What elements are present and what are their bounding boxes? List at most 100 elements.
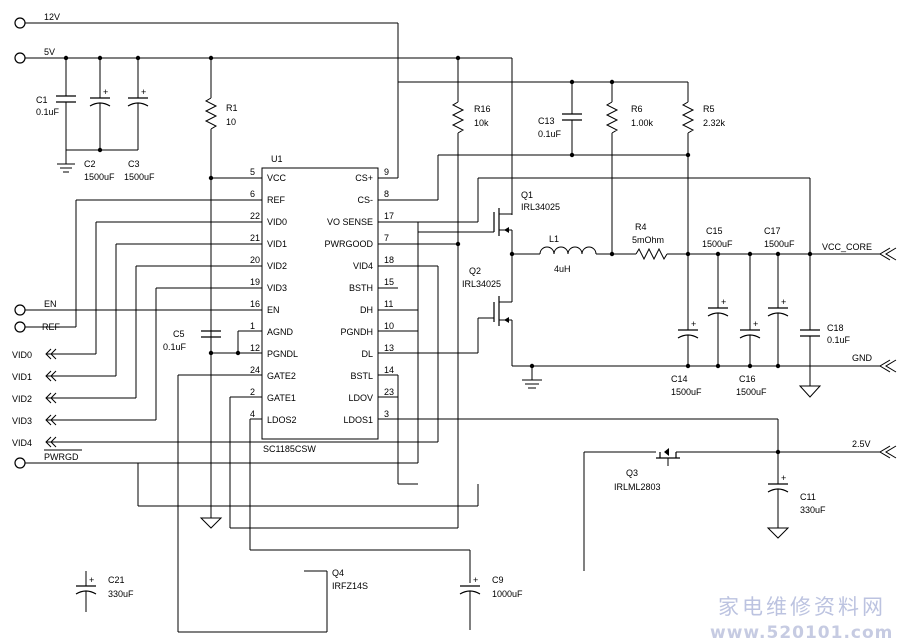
ic-pin-number: 19 bbox=[250, 277, 260, 287]
svg-text:1500uF: 1500uF bbox=[702, 239, 733, 249]
c2-capacitor: + C2 1500uF bbox=[84, 58, 115, 182]
svg-text:C1: C1 bbox=[36, 95, 48, 105]
svg-text:C9: C9 bbox=[492, 575, 504, 585]
ic-right-pin-wires bbox=[378, 177, 778, 420]
svg-text:0.1uF: 0.1uF bbox=[36, 107, 60, 117]
svg-text:+: + bbox=[473, 575, 478, 585]
svg-text:U1: U1 bbox=[271, 154, 283, 164]
svg-text:5V: 5V bbox=[44, 47, 55, 57]
svg-text:GND: GND bbox=[852, 353, 873, 363]
gate-ldos-wires bbox=[137, 244, 478, 633]
svg-text:PWRGD: PWRGD bbox=[44, 452, 79, 462]
svg-text:www.520101.com: www.520101.com bbox=[710, 623, 893, 643]
svg-text:0.1uF: 0.1uF bbox=[538, 129, 562, 139]
ic-pin-name: AGND bbox=[267, 327, 294, 337]
ic-pin-number: 5 bbox=[250, 167, 255, 177]
ic-pin-name: CS- bbox=[358, 195, 374, 205]
c13-capacitor: C13 0.1uF bbox=[538, 82, 582, 155]
svg-text:IRL34025: IRL34025 bbox=[462, 279, 501, 289]
svg-text:IRL34025: IRL34025 bbox=[521, 202, 560, 212]
svg-text:VID4: VID4 bbox=[12, 438, 32, 448]
svg-text:0.1uF: 0.1uF bbox=[163, 342, 187, 352]
ic-pin-name: BSTL bbox=[350, 371, 373, 381]
svg-text:+: + bbox=[691, 319, 696, 329]
ic-pin-name: VID2 bbox=[267, 261, 287, 271]
q4-mosfet: Q4 IRFZ14S bbox=[332, 568, 368, 591]
ic-pin-number: 1 bbox=[250, 321, 255, 331]
ref-net bbox=[25, 200, 77, 328]
vo-sense-wire bbox=[438, 177, 811, 254]
r16-resistor: R16 10k bbox=[451, 58, 491, 247]
c1-capacitor: C1 0.1uF bbox=[36, 58, 76, 150]
svg-text:10: 10 bbox=[226, 117, 236, 127]
u1-ic: U1 SC1185CSW bbox=[261, 154, 379, 454]
ic-pin-name: VID0 bbox=[267, 217, 287, 227]
svg-text:+: + bbox=[89, 575, 94, 585]
svg-text:+: + bbox=[721, 297, 726, 307]
ic-pin-number: 10 bbox=[384, 321, 394, 331]
ic-pin-number: 9 bbox=[384, 167, 389, 177]
ic-pin-number: 11 bbox=[384, 299, 393, 309]
svg-text:1500uF: 1500uF bbox=[736, 387, 767, 397]
svg-text:IRFZ14S: IRFZ14S bbox=[332, 581, 368, 591]
ic-pin-number: 15 bbox=[384, 277, 394, 287]
ic-pin-name: GATE1 bbox=[267, 393, 296, 403]
svg-text:VCC_CORE: VCC_CORE bbox=[822, 242, 872, 252]
port-ref: REF bbox=[14, 321, 61, 333]
svg-text:4uH: 4uH bbox=[554, 264, 571, 274]
svg-text:2.32k: 2.32k bbox=[703, 118, 726, 128]
vid0-net bbox=[45, 222, 97, 360]
c18-capacitor: C18 0.1uF bbox=[798, 254, 851, 398]
c16-capacitor: + C16 1500uF bbox=[736, 254, 767, 397]
ic-pin-number: 4 bbox=[250, 409, 255, 419]
c11-capacitor: + C11 330uF bbox=[766, 452, 826, 539]
svg-text:1500uF: 1500uF bbox=[671, 387, 702, 397]
ic-pin-name: LDOS1 bbox=[343, 415, 373, 425]
ic-pin-name: VCC bbox=[267, 173, 287, 183]
svg-text:C2: C2 bbox=[84, 159, 96, 169]
svg-text:C16: C16 bbox=[739, 374, 756, 384]
ic-pin-name: EN bbox=[267, 305, 280, 315]
ic-pin-name: DH bbox=[360, 305, 373, 315]
ground-symbol-r1 bbox=[199, 517, 223, 529]
q2-mosfet: Q2 IRL34025 bbox=[462, 254, 513, 366]
input-ground-bus bbox=[57, 147, 138, 173]
svg-text:2.5V: 2.5V bbox=[852, 439, 871, 449]
svg-text:+: + bbox=[753, 319, 758, 329]
ic-pin-name: PGNDL bbox=[267, 349, 298, 359]
ic-pin-name: CS+ bbox=[355, 173, 373, 183]
ic-pin-name: PGNDH bbox=[340, 327, 373, 337]
vid3-net bbox=[45, 288, 157, 426]
q3-mosfet: Q3 IRLML2803 bbox=[583, 448, 686, 571]
ic-pin-number: 16 bbox=[250, 299, 260, 309]
ic-pin-number: 20 bbox=[250, 255, 260, 265]
ic-pin-number: 17 bbox=[384, 211, 394, 221]
svg-text:+: + bbox=[781, 473, 786, 483]
c17-capacitor: + C17 1500uF bbox=[764, 226, 795, 366]
svg-text:EN: EN bbox=[44, 299, 57, 309]
vid1-net bbox=[45, 244, 117, 382]
svg-text:L1: L1 bbox=[549, 234, 559, 244]
svg-text:REF: REF bbox=[42, 322, 61, 332]
ic-pin-number: 7 bbox=[384, 233, 389, 243]
svg-text:R5: R5 bbox=[703, 104, 715, 114]
ic-pin-number: 22 bbox=[250, 211, 260, 221]
ic-pin-number: 23 bbox=[384, 387, 394, 397]
svg-text:R16: R16 bbox=[474, 104, 491, 114]
svg-text:R6: R6 bbox=[631, 104, 643, 114]
svg-text:+: + bbox=[141, 87, 146, 97]
svg-text:1500uF: 1500uF bbox=[124, 172, 155, 182]
port-vcc-core: VCC_CORE bbox=[822, 242, 897, 261]
switch-node bbox=[509, 251, 540, 257]
r4-resistor: R4 5mOhm bbox=[632, 222, 880, 261]
svg-text:1.00k: 1.00k bbox=[631, 118, 654, 128]
r6-resistor: R6 1.00k bbox=[605, 82, 654, 254]
ground-bus bbox=[512, 363, 880, 389]
svg-text:R4: R4 bbox=[635, 222, 647, 232]
ic-pin-number: 24 bbox=[250, 365, 260, 375]
ic-pin-number: 21 bbox=[250, 233, 260, 243]
cs-sense-wires bbox=[397, 79, 691, 201]
svg-text:+: + bbox=[103, 87, 108, 97]
vid2-net bbox=[45, 266, 137, 404]
ic-pin-number: 13 bbox=[384, 343, 394, 353]
